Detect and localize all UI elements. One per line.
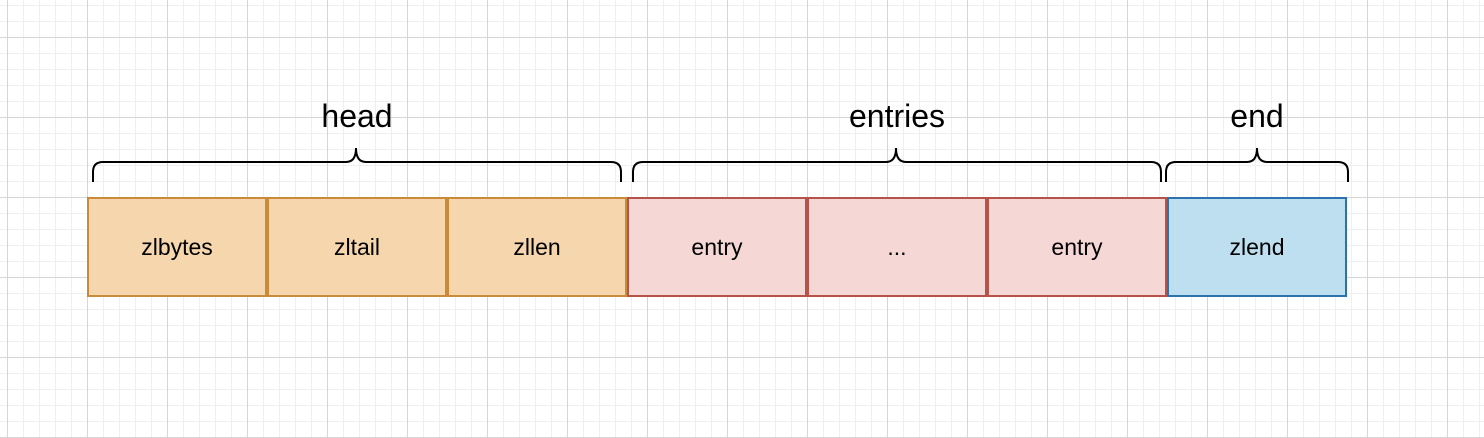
brace-head bbox=[92, 147, 622, 182]
cell-zltail: zltail bbox=[267, 197, 447, 297]
group-label-entries: entries bbox=[848, 98, 946, 134]
cell-zlend: zlend bbox=[1167, 197, 1347, 297]
group-label-head: head bbox=[321, 98, 393, 134]
brace-entries bbox=[632, 147, 1162, 182]
cell-zllen: zllen bbox=[447, 197, 627, 297]
cell-entry-first: entry bbox=[627, 197, 807, 297]
brace-end bbox=[1165, 147, 1349, 182]
group-label-end: end bbox=[1230, 98, 1284, 134]
cell-zlbytes: zlbytes bbox=[87, 197, 267, 297]
cell-entry-ellipsis: ... bbox=[807, 197, 987, 297]
cell-entry-last: entry bbox=[987, 197, 1167, 297]
